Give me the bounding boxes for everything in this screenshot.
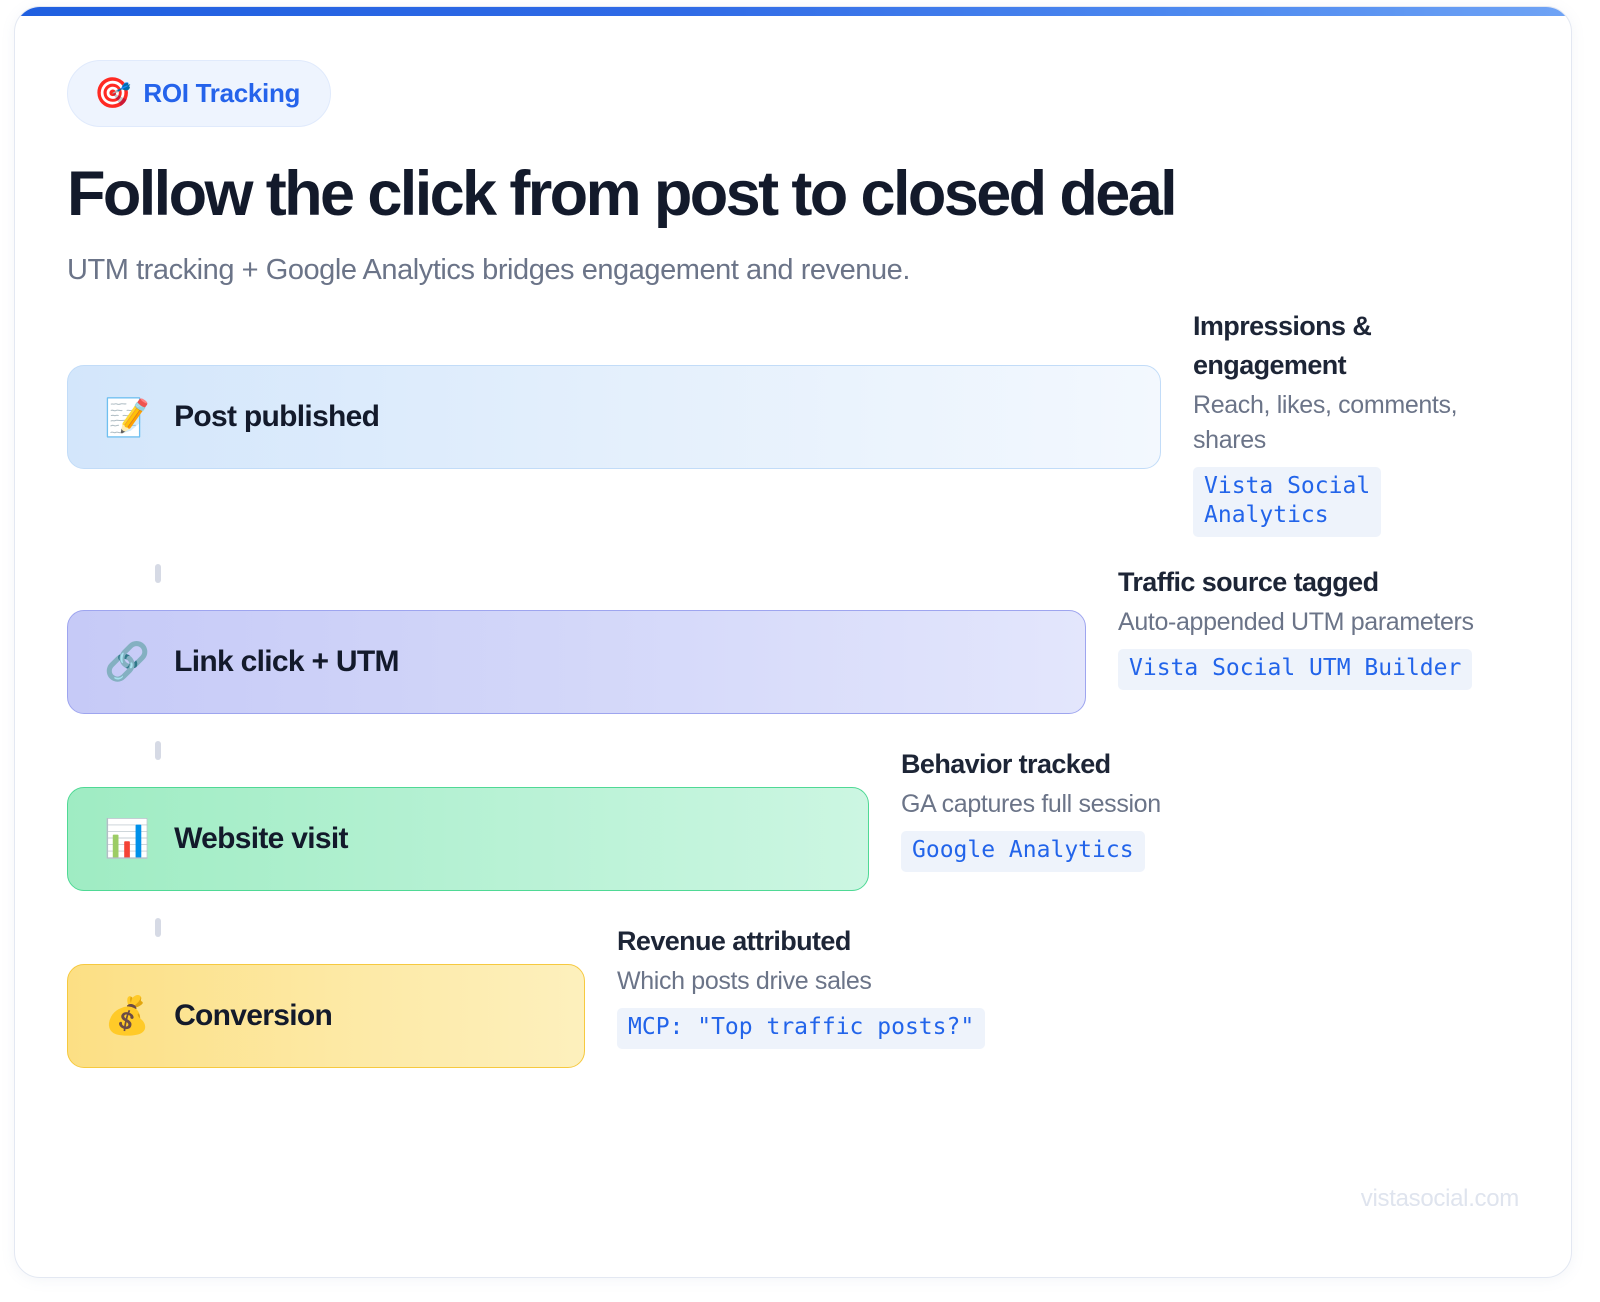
- watermark: vistasocial.com: [1360, 1185, 1520, 1212]
- memo-pencil-icon: 📝: [104, 396, 151, 438]
- funnel-stage: 📝 Post published Impressions & engagemen…: [67, 311, 1519, 537]
- page-title: Follow the click from post to closed dea…: [67, 159, 1178, 229]
- target-dart-icon: 🎯: [94, 76, 132, 110]
- funnel-bar-label: Link click + UTM: [174, 644, 399, 678]
- funnel-bar-link-click-utm[interactable]: 🔗 Link click + UTM: [67, 609, 1086, 714]
- funnel-note: Traffic source tagged Auto-appended UTM …: [1086, 563, 1486, 691]
- funnel-note: Behavior tracked GA captures full sessio…: [869, 745, 1289, 873]
- note-tool-chip: Vista Social Analytics: [1193, 467, 1382, 537]
- funnel-bar-label: Post published: [174, 400, 380, 434]
- funnel-note: Revenue attributed Which posts drive sal…: [585, 922, 1015, 1050]
- note-tool-chip: MCP: "Top traffic posts?": [617, 1008, 986, 1050]
- content-card: 🎯 ROI Tracking Follow the click from pos…: [14, 6, 1572, 1278]
- stage-connector: [155, 740, 161, 760]
- funnel-stage: 🔗 Link click + UTM Traffic source tagged…: [67, 567, 1519, 714]
- funnel-bar-website-visit[interactable]: 📊 Website visit: [67, 786, 869, 891]
- funnel-stage: 📊 Website visit Behavior tracked GA capt…: [67, 749, 1519, 891]
- note-tool-chip: Google Analytics: [901, 831, 1145, 873]
- note-description: Auto-appended UTM parameters: [1118, 607, 1474, 636]
- note-title: Traffic source tagged: [1118, 566, 1379, 597]
- link-chain-icon: 🔗: [104, 641, 151, 683]
- note-description: GA captures full session: [901, 789, 1161, 818]
- note-title: Impressions & engagement: [1193, 311, 1372, 380]
- funnel-note: Impressions & engagement Reach, likes, c…: [1161, 307, 1501, 537]
- stage-connector: [155, 917, 161, 937]
- funnel-bar-label: Website visit: [174, 821, 348, 855]
- card-body: 🎯 ROI Tracking Follow the click from pos…: [15, 16, 1571, 1277]
- funnel-bar-conversion[interactable]: 💰 Conversion: [67, 963, 585, 1068]
- funnel-bar-label: Conversion: [174, 998, 333, 1032]
- conversion-funnel: 📝 Post published Impressions & engagemen…: [67, 311, 1519, 1068]
- money-bag-icon: 💰: [104, 995, 151, 1037]
- top-accent-bar: [15, 7, 1571, 16]
- page-subtitle: UTM tracking + Google Analytics bridges …: [67, 253, 910, 286]
- badge-label: ROI Tracking: [143, 78, 301, 108]
- stage-connector: [155, 563, 161, 583]
- roi-tracking-badge[interactable]: 🎯 ROI Tracking: [67, 60, 332, 127]
- note-title: Behavior tracked: [901, 748, 1111, 779]
- note-description: Reach, likes, comments, shares: [1193, 391, 1458, 454]
- note-title: Revenue attributed: [617, 925, 851, 956]
- note-description: Which posts drive sales: [617, 966, 872, 995]
- note-tool-chip: Vista Social UTM Builder: [1118, 649, 1473, 691]
- funnel-stage: 💰 Conversion Revenue attributed Which po…: [67, 926, 1519, 1068]
- funnel-bar-post-published[interactable]: 📝 Post published: [67, 365, 1161, 470]
- bar-chart-icon: 📊: [104, 818, 151, 860]
